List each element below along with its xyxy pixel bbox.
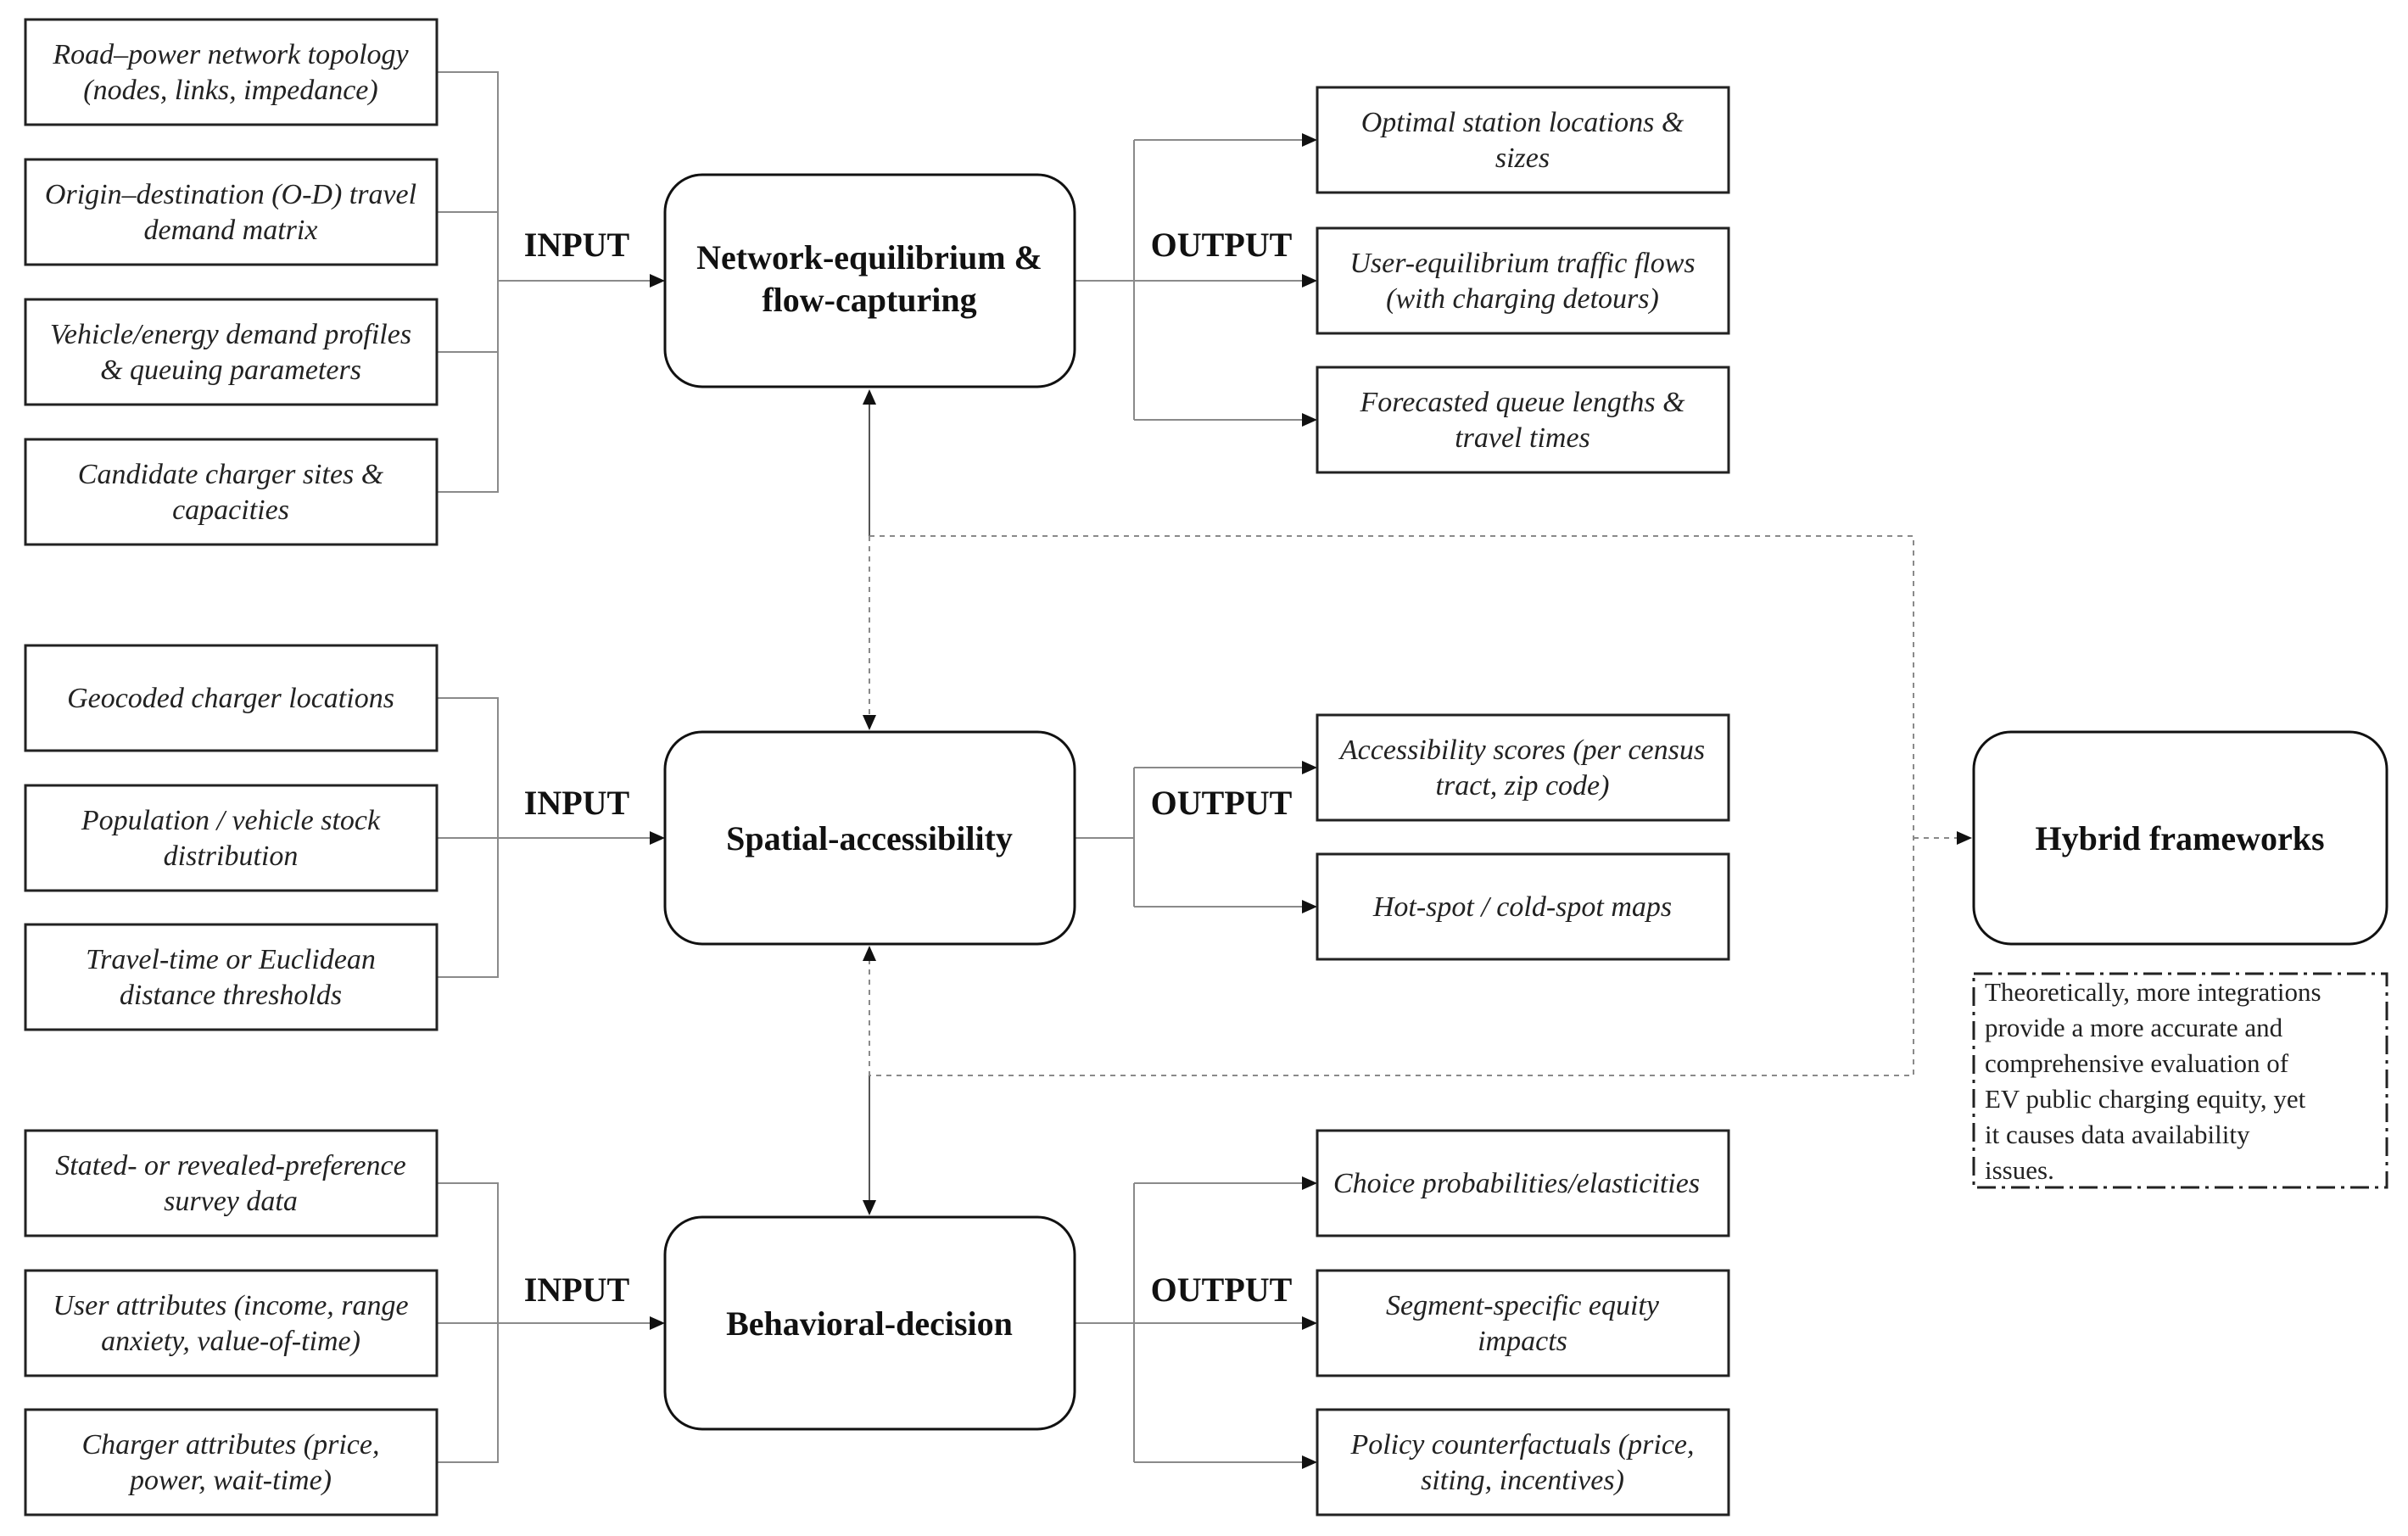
output-box-queue-lengths bbox=[1316, 366, 1730, 474]
input-box-distance-thresholds bbox=[24, 923, 439, 1031]
output-label-spatial: OUTPUT bbox=[1151, 784, 1293, 822]
hybrid-note-box bbox=[1972, 972, 2388, 1189]
core-boxes: Network-equilibrium & flow-capturing Spa… bbox=[663, 173, 2388, 1431]
hybrid-note-line-6: issues. bbox=[1985, 1155, 2054, 1185]
output-box-policy-counterfactuals bbox=[1316, 1408, 1730, 1516]
input-box-od-demand-matrix-line-1: Origin–destination (O-D) travel bbox=[45, 179, 416, 210]
network-connectors bbox=[437, 71, 1317, 493]
output-label-behavioral: OUTPUT bbox=[1151, 1271, 1293, 1309]
input-box-road-power-topology bbox=[24, 18, 439, 126]
input-box-od-demand-matrix-line-2: demand matrix bbox=[144, 215, 318, 246]
input-box-population-distribution bbox=[24, 784, 439, 892]
network-equilibrium-title-line-1: Network-equilibrium & bbox=[696, 238, 1042, 276]
input-box-population-distribution-line-1: Population / vehicle stock bbox=[81, 805, 381, 836]
hybrid-note-line-3: comprehensive evaluation of bbox=[1985, 1048, 2289, 1078]
input-label-spatial: INPUT bbox=[524, 784, 630, 822]
behavioral-connectors bbox=[437, 1176, 1317, 1469]
hybrid-links bbox=[869, 535, 1972, 1076]
output-box-traffic-flows bbox=[1316, 226, 1730, 335]
output-box-accessibility-scores-line-2: tract, zip code) bbox=[1436, 770, 1610, 802]
input-box-distance-thresholds-line-2: distance thresholds bbox=[120, 980, 342, 1011]
input-box-geocoded-chargers-line-1: Geocoded charger locations bbox=[67, 683, 394, 714]
input-box-energy-demand-profiles-line-2: & queuing parameters bbox=[100, 355, 361, 386]
input-box-charger-attributes-line-2: power, wait-time) bbox=[128, 1465, 332, 1496]
output-box-hot-cold-spot-maps bbox=[1316, 852, 1730, 961]
output-box-queue-lengths-line-1: Forecasted queue lengths & bbox=[1359, 387, 1685, 418]
core-links bbox=[863, 389, 876, 1215]
input-box-survey-data bbox=[24, 1129, 439, 1237]
input-box-candidate-sites-line-2: capacities bbox=[172, 494, 289, 526]
output-box-station-locations-line-1: Optimal station locations & bbox=[1361, 107, 1684, 138]
spatial-accessibility-box bbox=[663, 730, 1076, 946]
input-box-road-power-topology-line-1: Road–power network topology bbox=[52, 39, 409, 70]
input-box-population-distribution-line-2: distribution bbox=[164, 841, 299, 872]
output-box-accessibility-scores-line-1: Accessibility scores (per census bbox=[1338, 734, 1705, 766]
output-box-station-locations bbox=[1316, 86, 1730, 194]
output-box-policy-counterfactuals-line-2: siting, incentives) bbox=[1421, 1465, 1624, 1496]
input-label-behavioral: INPUT bbox=[524, 1271, 630, 1309]
output-label-network: OUTPUT bbox=[1151, 226, 1293, 264]
behavioral-decision-box bbox=[663, 1215, 1076, 1431]
output-box-equity-impacts-line-1: Segment-specific equity bbox=[1386, 1290, 1660, 1321]
input-box-user-attributes-line-2: anxiety, value-of-time) bbox=[101, 1326, 360, 1357]
output-box-equity-impacts-line-2: impacts bbox=[1478, 1326, 1567, 1357]
input-box-candidate-sites-line-1: Candidate charger sites & bbox=[78, 459, 384, 490]
input-box-geocoded-chargers bbox=[24, 644, 439, 752]
input-box-user-attributes-line-1: User attributes (income, range bbox=[53, 1290, 408, 1321]
input-box-distance-thresholds-line-1: Travel-time or Euclidean bbox=[86, 944, 376, 975]
input-box-charger-attributes bbox=[24, 1408, 439, 1516]
input-box-charger-attributes-line-1: Charger attributes (price, bbox=[82, 1429, 380, 1461]
output-box-policy-counterfactuals-line-1: Policy counterfactuals (price, bbox=[1349, 1429, 1694, 1461]
input-box-survey-data-line-2: survey data bbox=[164, 1186, 298, 1217]
spatial-accessibility-title: Spatial-accessibility bbox=[726, 819, 1013, 857]
output-box-accessibility-scores bbox=[1316, 713, 1730, 822]
input-box-road-power-topology-line-2: (nodes, links, impedance) bbox=[83, 75, 377, 106]
input-box-candidate-sites bbox=[24, 438, 439, 546]
input-box-energy-demand-profiles bbox=[24, 298, 439, 406]
input-box-user-attributes bbox=[24, 1269, 439, 1377]
output-box-choice-probabilities bbox=[1316, 1129, 1730, 1237]
output-box-traffic-flows-line-1: User-equilibrium traffic flows bbox=[1349, 248, 1695, 279]
output-box-equity-impacts bbox=[1316, 1269, 1730, 1377]
hybrid-note: Theoretically, more integrations provide… bbox=[1972, 972, 2388, 1189]
input-label-network: INPUT bbox=[524, 226, 630, 264]
output-box-hot-cold-spot-maps-line-1: Hot-spot / cold-spot maps bbox=[1372, 891, 1672, 923]
input-boxes: Road–power network topology (nodes, link… bbox=[24, 18, 439, 1516]
hybrid-note-line-4: EV public charging equity, yet bbox=[1985, 1084, 2306, 1114]
output-box-choice-probabilities-line-1: Choice probabilities/elasticities bbox=[1333, 1168, 1700, 1199]
network-equilibrium-box bbox=[663, 173, 1076, 388]
hybrid-note-line-1: Theoretically, more integrations bbox=[1985, 977, 2321, 1007]
output-box-traffic-flows-line-2: (with charging detours) bbox=[1386, 283, 1659, 315]
behavioral-decision-title: Behavioral-decision bbox=[726, 1304, 1013, 1343]
input-box-energy-demand-profiles-line-1: Vehicle/energy demand profiles bbox=[50, 319, 411, 350]
input-box-survey-data-line-1: Stated- or revealed-preference bbox=[55, 1150, 405, 1181]
output-boxes: Optimal station locations & sizes User-e… bbox=[1316, 86, 1730, 1516]
network-equilibrium-title-line-2: flow-capturing bbox=[762, 281, 976, 319]
hybrid-frameworks-title: Hybrid frameworks bbox=[2035, 819, 2324, 857]
output-box-queue-lengths-line-2: travel times bbox=[1455, 422, 1590, 454]
hybrid-note-line-5: it causes data availability bbox=[1985, 1120, 2250, 1149]
hybrid-frameworks-box bbox=[1972, 730, 2388, 946]
output-box-station-locations-line-2: sizes bbox=[1495, 142, 1550, 174]
hybrid-note-line-2: provide a more accurate and bbox=[1985, 1013, 2283, 1042]
spatial-connectors bbox=[437, 697, 1317, 978]
input-box-od-demand-matrix bbox=[24, 158, 439, 266]
